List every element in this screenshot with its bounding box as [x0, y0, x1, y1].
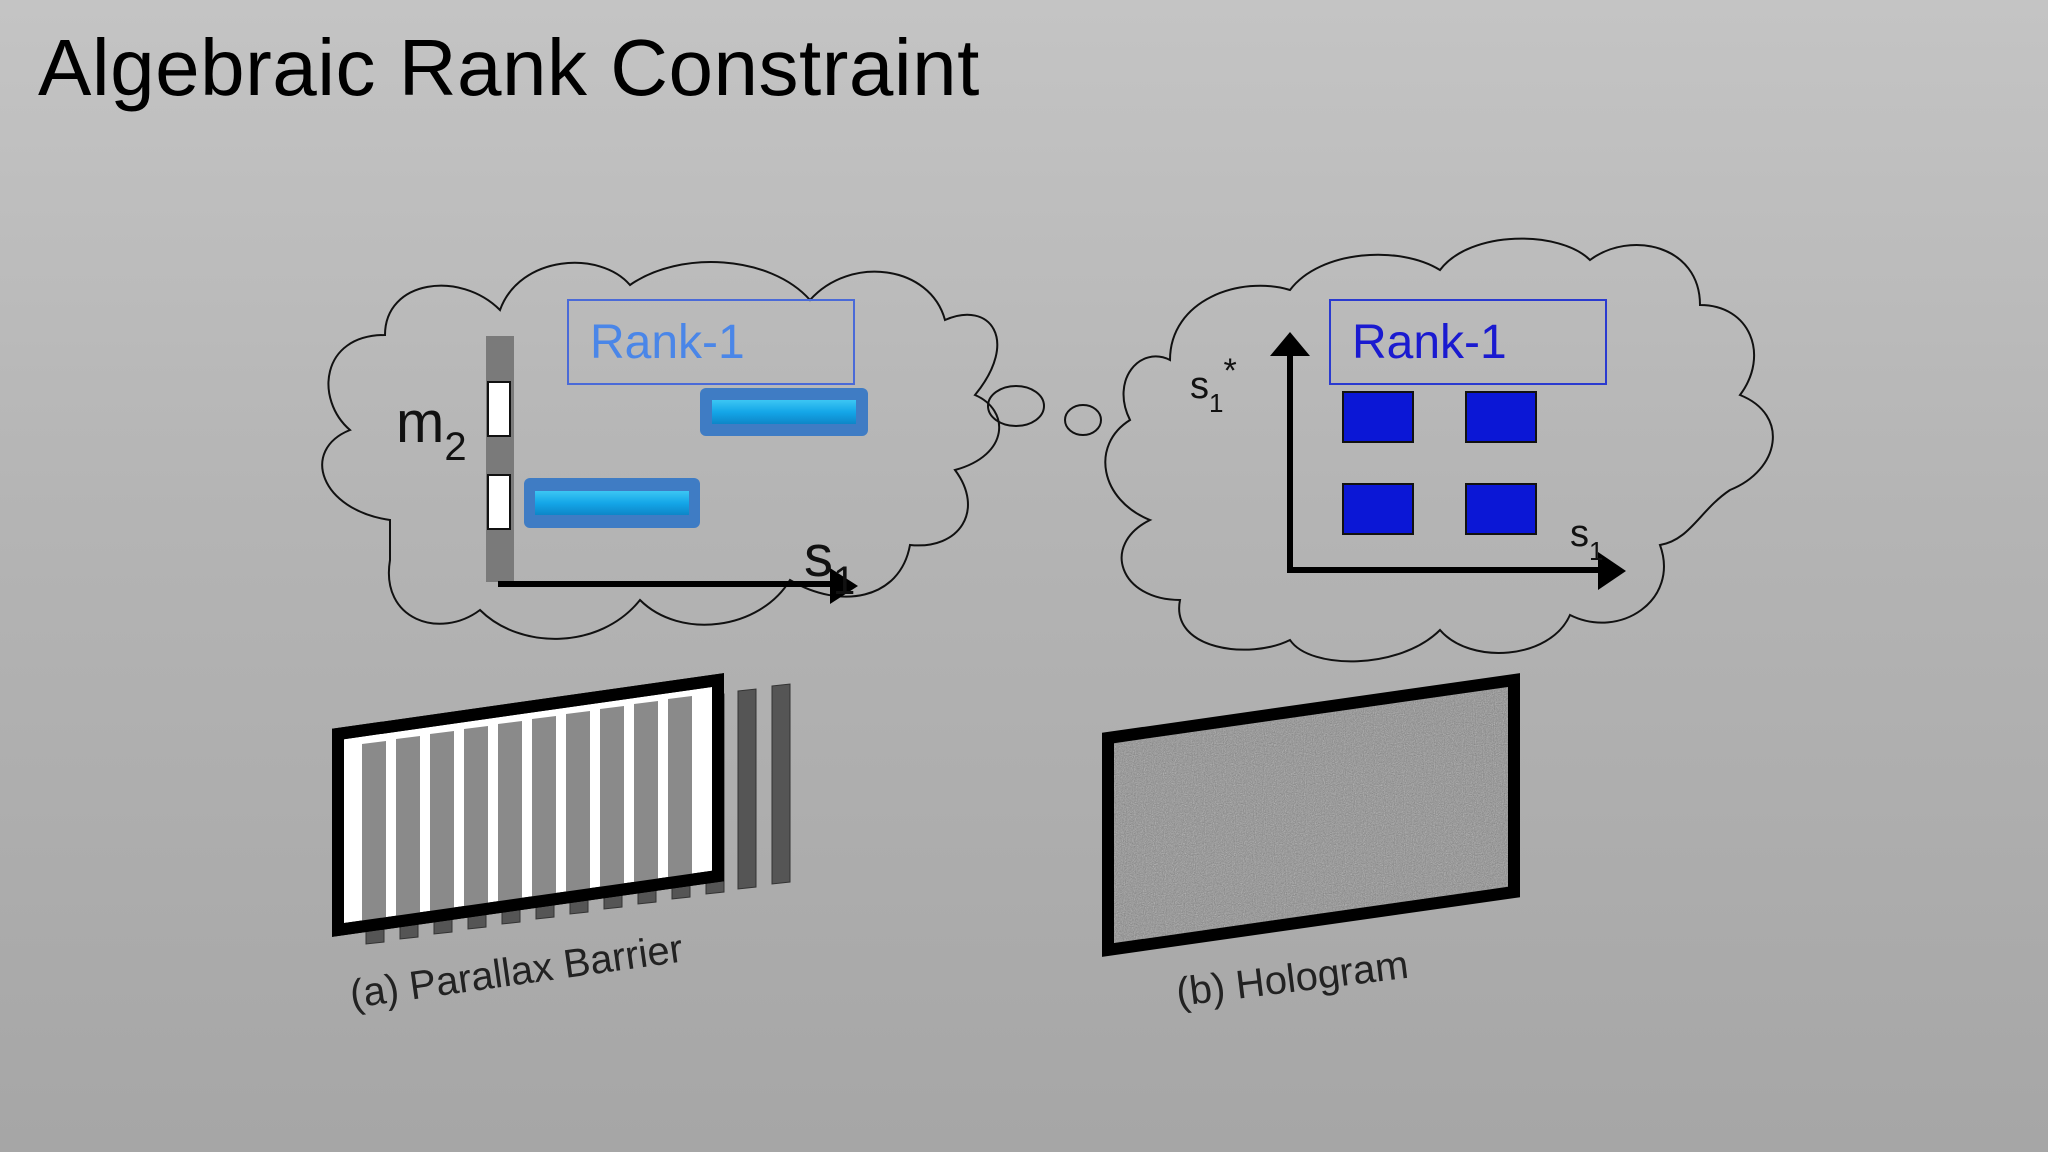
hologram-illustration [1102, 673, 1520, 957]
barrier-front-slats [362, 696, 692, 923]
thought-bubble-large [987, 385, 1045, 427]
thought-bubble-small [1064, 404, 1102, 436]
parallax-barrier-caption: (a) Parallax Barrier [347, 927, 686, 1017]
barrier-slit-upper [487, 381, 511, 437]
left-y-axis-label: m2 [396, 390, 467, 469]
hologram-caption: (b) Hologram [1174, 943, 1411, 1015]
left-vertical-axis [486, 336, 514, 582]
light-field-bar-lower-fill [535, 491, 689, 515]
slide-title: Algebraic Rank Constraint [38, 23, 980, 112]
right-x-axis-label: s1 [1570, 513, 1603, 566]
right-y-axis-label: s1* [1190, 352, 1237, 418]
square-bottom-left [1342, 483, 1414, 535]
right-rank-label: Rank-1 [1352, 316, 1507, 369]
square-top-right [1465, 391, 1537, 443]
light-field-bar-upper-fill [712, 400, 856, 424]
left-rank-label: Rank-1 [590, 316, 745, 369]
right-y-axis-arrowhead [1270, 332, 1310, 356]
barrier-slit-lower [487, 474, 511, 530]
left-x-axis-arrowhead [830, 568, 858, 604]
left-x-axis-label: s1 [804, 524, 855, 603]
left-rank-box [567, 299, 855, 385]
square-top-left [1342, 391, 1414, 443]
square-bottom-right [1465, 483, 1537, 535]
right-x-axis-arrowhead [1598, 552, 1626, 590]
right-rank-box [1329, 299, 1607, 385]
right-thought-cloud [1104, 237, 1774, 663]
left-thought-cloud [321, 261, 1001, 640]
rank1-squares [1342, 391, 1537, 535]
parallax-barrier-illustration [332, 673, 791, 945]
